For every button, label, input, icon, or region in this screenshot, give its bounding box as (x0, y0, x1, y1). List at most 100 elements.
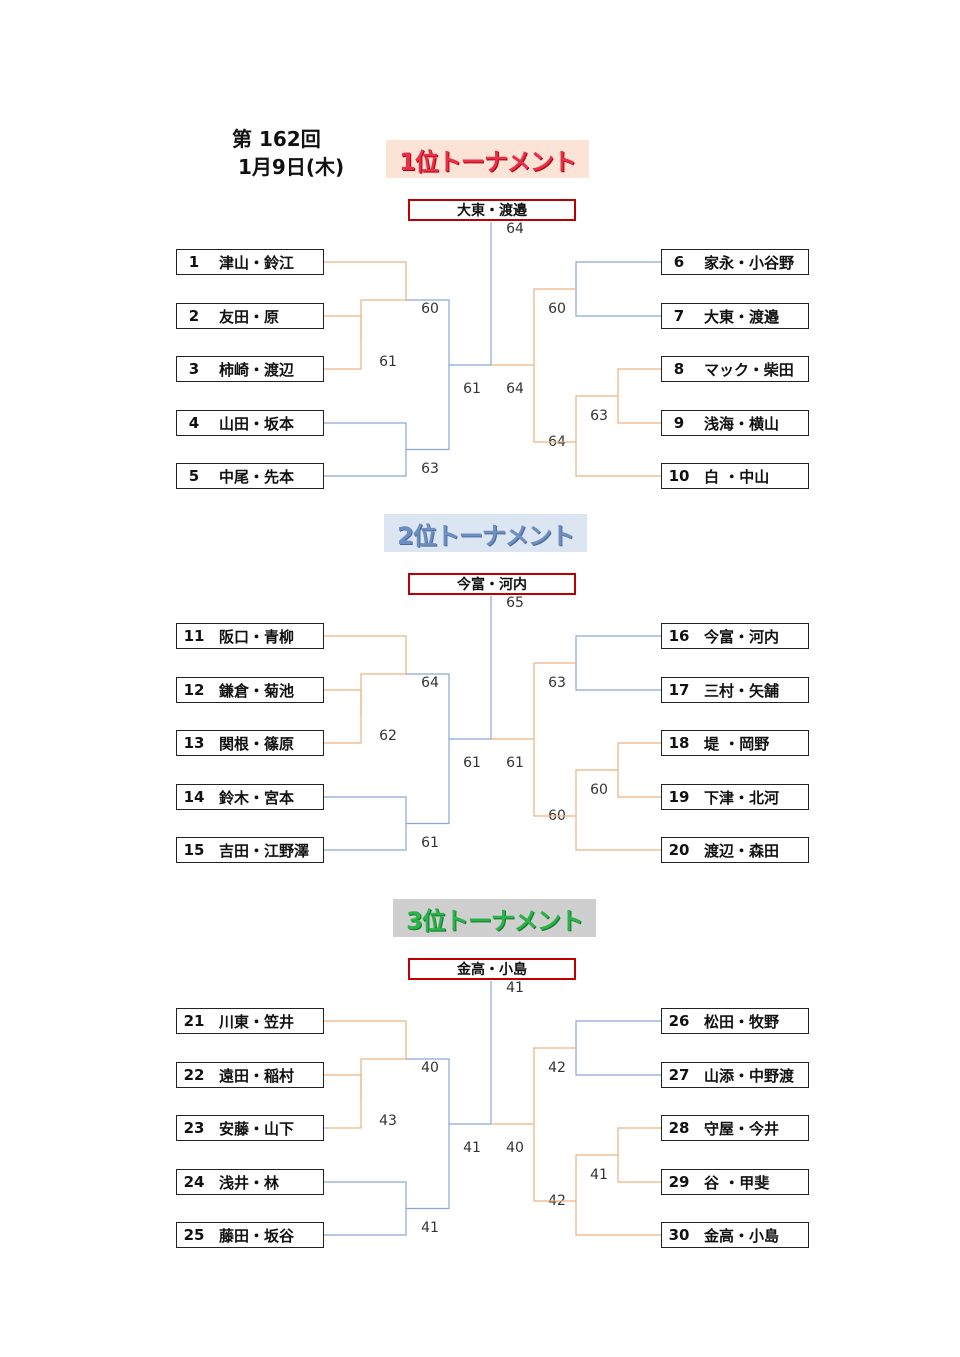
bracket-title-banner: 1位トーナメント (386, 140, 589, 178)
team-number: 19 (668, 788, 690, 806)
match-line-1-23 (324, 261, 407, 343)
team-number: 16 (668, 627, 690, 645)
match-line-1-23 (324, 1020, 407, 1102)
team-number: 20 (668, 841, 690, 859)
match-score: 61 (463, 381, 481, 397)
champion-box: 金高・小島 (408, 958, 576, 980)
team-number: 6 (673, 253, 685, 271)
match-line-left-semi (406, 299, 450, 451)
match-line-left-semi (406, 673, 450, 825)
match-score: 65 (506, 595, 524, 611)
team-number: 17 (668, 681, 690, 699)
team-name: 浅海・横山 (704, 414, 780, 433)
team-number: 8 (673, 360, 685, 378)
team-name: 山添・中野渡 (704, 1066, 795, 1085)
team-number: 27 (668, 1066, 690, 1084)
match-score: 61 (379, 354, 397, 370)
match-score: 40 (421, 1060, 439, 1076)
team-entry: 9 浅海・横山 (661, 410, 809, 436)
match-score: 60 (590, 782, 608, 798)
team-number: 29 (668, 1173, 690, 1191)
team-number: 3 (188, 360, 200, 378)
match-score: 61 (506, 755, 524, 771)
match-score: 41 (506, 980, 524, 996)
match-score: 41 (421, 1220, 439, 1236)
team-number: 28 (668, 1119, 690, 1137)
team-number: 12 (183, 681, 205, 699)
match-score: 63 (421, 461, 439, 477)
match-score: 62 (379, 728, 397, 744)
team-name: 堤 ・岡野 (704, 734, 770, 753)
team-name: 鎌倉・菊池 (219, 681, 295, 700)
team-entry: 27 山添・中野渡 (661, 1062, 809, 1088)
match-score: 64 (506, 381, 524, 397)
match-score: 61 (421, 835, 439, 851)
match-score: 63 (548, 675, 566, 691)
match-score: 64 (506, 221, 524, 237)
match-line-2-3 (324, 1074, 362, 1129)
match-line-6-7 (575, 635, 661, 691)
match-score: 64 (421, 675, 439, 691)
team-name: 阪口・青柳 (219, 627, 295, 646)
team-number: 5 (188, 467, 200, 485)
match-score: 43 (379, 1113, 397, 1129)
team-number: 7 (673, 307, 685, 325)
team-number: 2 (188, 307, 200, 325)
team-name: 三村・矢舗 (704, 681, 780, 700)
team-number: 1 (188, 253, 200, 271)
match-line-2-3 (324, 689, 362, 744)
team-entry: 12 鎌倉・菊池 (176, 677, 324, 703)
bracket-title-banner: 2位トーナメント (384, 514, 587, 552)
match-score: 60 (421, 301, 439, 317)
team-name: 関根・篠原 (219, 734, 295, 753)
match-line-2-3 (324, 315, 362, 370)
match-score: 61 (463, 755, 481, 771)
bracket-title-banner: 3位トーナメント (393, 899, 596, 937)
team-name: 遠田・稲村 (219, 1066, 295, 1085)
match-score: 41 (590, 1167, 608, 1183)
team-name: 山田・坂本 (219, 414, 295, 433)
team-number: 21 (183, 1012, 205, 1030)
match-line-8-9 (617, 1127, 661, 1183)
final-line-left (449, 981, 492, 1125)
team-name: 白 ・中山 (704, 467, 770, 486)
team-entry: 17 三村・矢舗 (661, 677, 809, 703)
match-score: 63 (590, 408, 608, 424)
match-score: 60 (548, 301, 566, 317)
final-line-left (449, 222, 492, 366)
team-number: 26 (668, 1012, 690, 1030)
match-line-8-9 (617, 742, 661, 798)
match-line-6-7 (575, 1020, 661, 1076)
team-number: 15 (183, 841, 205, 859)
team-number: 10 (668, 467, 690, 485)
round-number: 第 162回 (232, 127, 321, 151)
match-score: 41 (463, 1140, 481, 1156)
team-name: 安藤・山下 (219, 1119, 295, 1138)
team-entry: 10 白 ・中山 (661, 463, 809, 489)
team-number: 9 (673, 414, 685, 432)
team-name: 柿崎・渡辺 (219, 360, 295, 379)
match-line-8-9 (617, 368, 661, 424)
team-number: 25 (183, 1226, 205, 1244)
team-number: 18 (668, 734, 690, 752)
match-line-6-7 (575, 261, 661, 317)
